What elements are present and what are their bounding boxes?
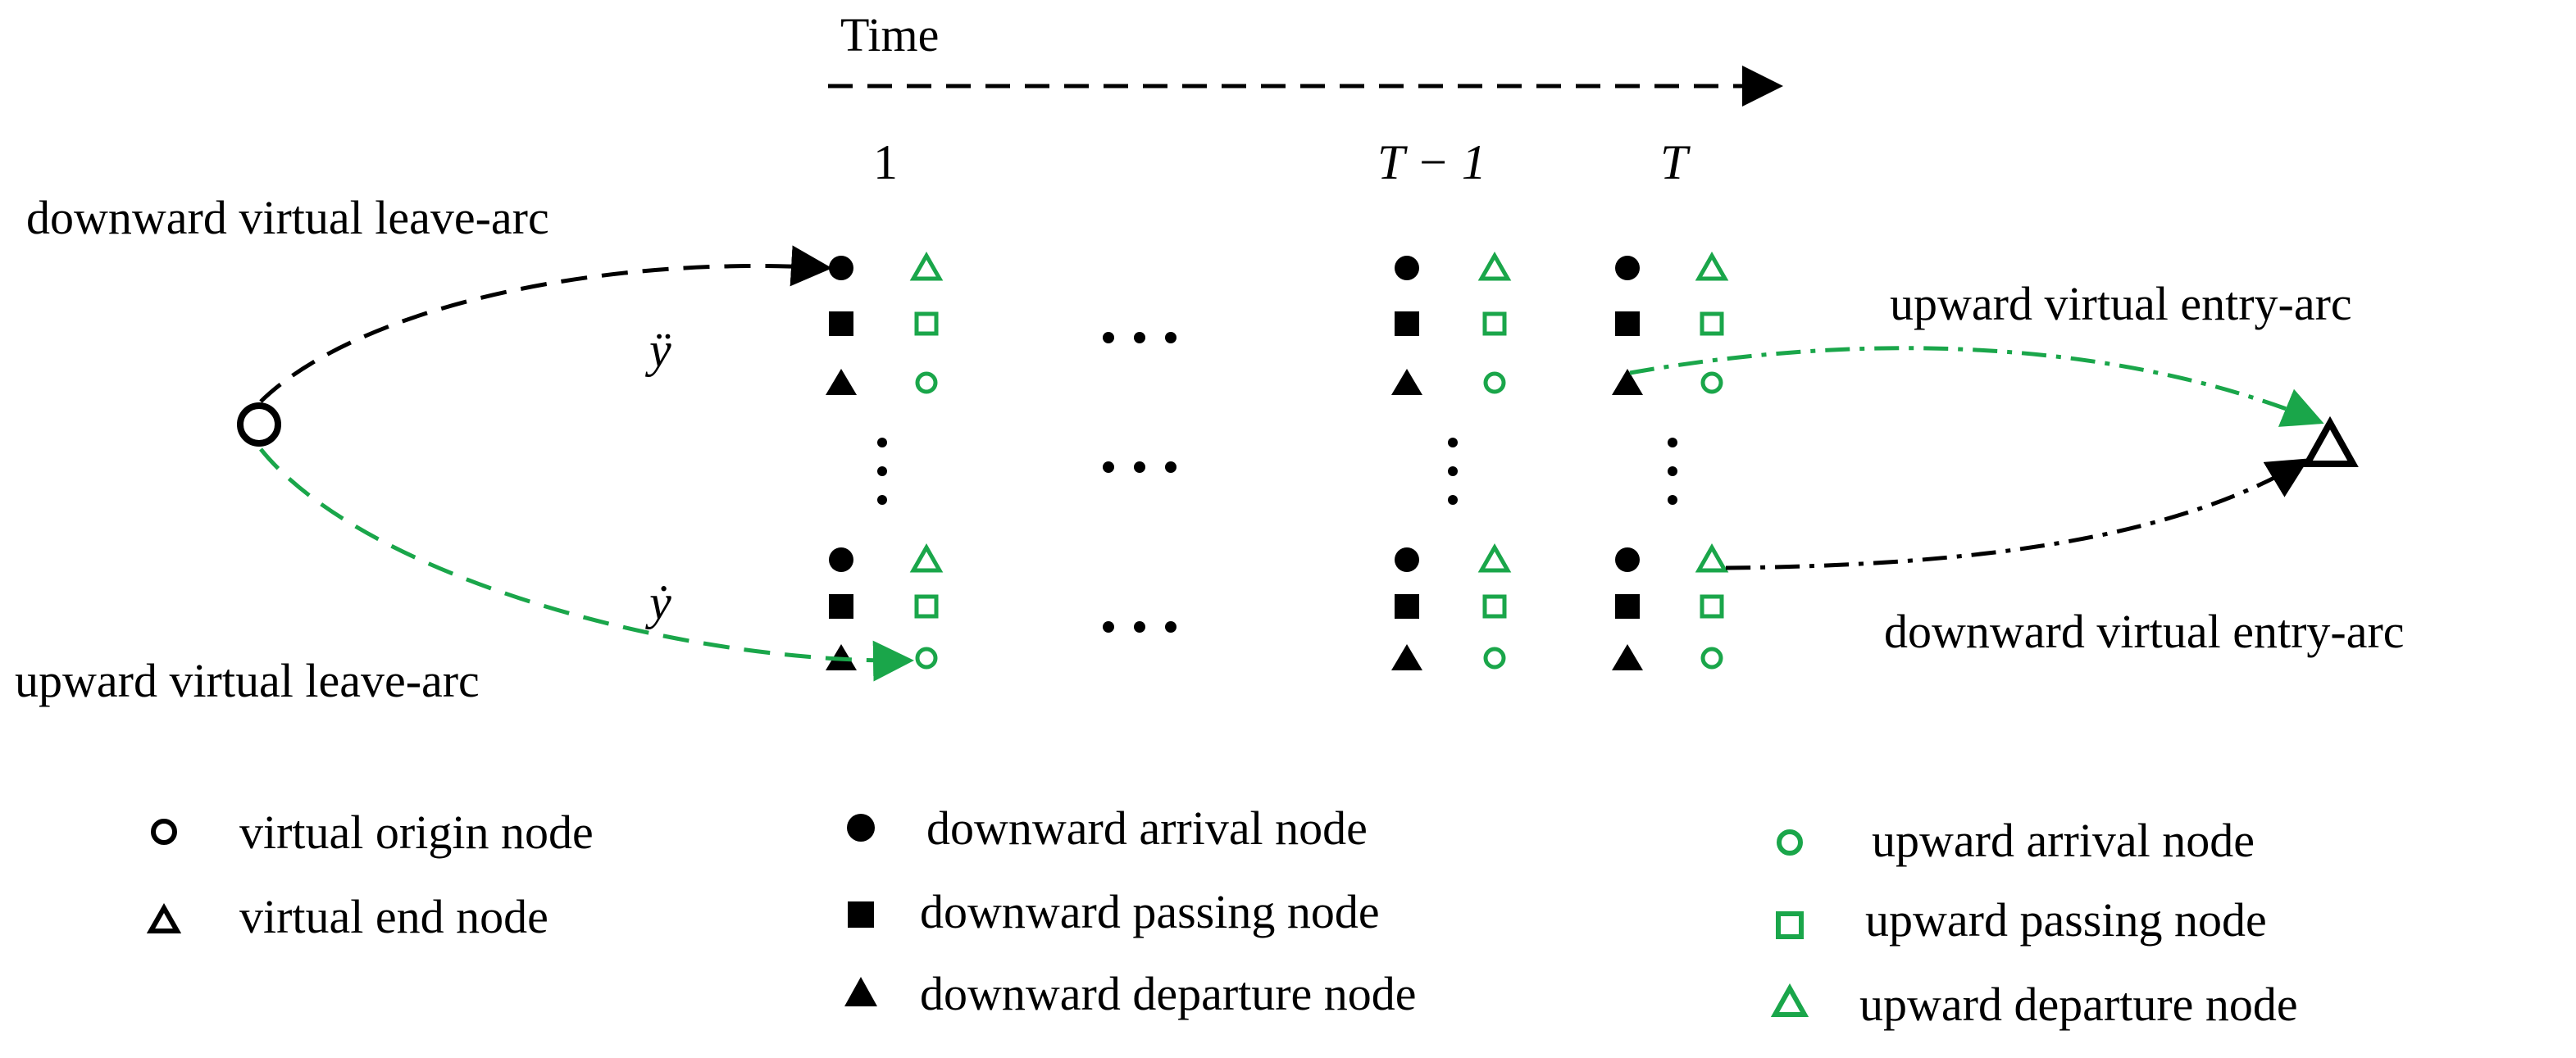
down-arrival-node-t-minus-1-top bbox=[1395, 256, 1419, 280]
label-upward-entry-arc: upward virtual entry-arc bbox=[1890, 277, 2352, 330]
up-arrival-node-t-minus-1-bottom bbox=[1483, 647, 1506, 670]
legend-down-passing-label: downward passing node bbox=[920, 885, 1380, 938]
up-passing-node-t-bottom bbox=[1700, 594, 1724, 619]
downward-leave-arc bbox=[259, 245, 832, 403]
time-tick-t-minus-1: T − 1 bbox=[1377, 135, 1486, 189]
vertical-ellipsis-col-1 bbox=[877, 438, 887, 505]
vertical-ellipsis-col-t bbox=[1668, 438, 1677, 505]
down-arrival-node-t-top bbox=[1615, 256, 1640, 280]
node-grid bbox=[826, 251, 1729, 670]
legend-up-arrival-label: upward arrival node bbox=[1872, 814, 2255, 867]
legend-down-departure-icon bbox=[844, 977, 877, 1006]
down-departure-node-t-minus-1-bottom bbox=[1391, 644, 1422, 670]
legend-down-arrival-label: downward arrival node bbox=[926, 801, 1368, 855]
legend: virtual origin node virtual end node dow… bbox=[146, 801, 2298, 1031]
label-upward-leave-arc: upward virtual leave-arc bbox=[15, 654, 480, 707]
up-arrival-node-t-minus-1-top bbox=[1483, 371, 1506, 394]
horizontal-ellipsis-middle bbox=[1103, 461, 1176, 473]
time-tick-t: T bbox=[1660, 135, 1691, 189]
virtual-origin-node bbox=[237, 402, 281, 447]
down-passing-node-t-bottom bbox=[1615, 594, 1640, 619]
downward-entry-arc bbox=[1725, 458, 2310, 570]
upward-leave-arc bbox=[259, 447, 914, 682]
down-arrival-node-t-bottom bbox=[1615, 547, 1640, 572]
up-arrival-node-t-bottom bbox=[1700, 647, 1723, 670]
down-arrival-node-1-top bbox=[829, 256, 853, 280]
down-passing-node-1-top bbox=[829, 311, 853, 336]
vertical-ellipsis-col-t-minus-1 bbox=[1448, 438, 1458, 505]
legend-virtual-end-label: virtual end node bbox=[239, 890, 548, 943]
up-departure-node-t-bottom bbox=[1695, 543, 1729, 573]
down-departure-node-t-bottom bbox=[1612, 644, 1643, 670]
down-departure-node-t-minus-1-top bbox=[1391, 369, 1422, 395]
up-arrival-node-1-top bbox=[915, 371, 938, 394]
down-arrival-node-1-bottom bbox=[829, 547, 853, 572]
legend-up-passing-icon bbox=[1776, 911, 1804, 939]
up-departure-node-t-minus-1-bottom bbox=[1477, 543, 1512, 573]
legend-virtual-origin-label: virtual origin node bbox=[239, 806, 594, 859]
up-passing-node-t-minus-1-bottom bbox=[1482, 594, 1507, 619]
legend-down-departure-label: downward departure node bbox=[920, 967, 1417, 1020]
row-label-y-dot: ẏ bbox=[645, 575, 671, 629]
up-arrival-node-t-top bbox=[1700, 371, 1723, 394]
legend-up-arrival-icon bbox=[1777, 829, 1803, 856]
down-arrival-node-t-minus-1-bottom bbox=[1395, 547, 1419, 572]
legend-up-passing-label: upward passing node bbox=[1865, 893, 2267, 947]
legend-down-arrival-icon bbox=[847, 814, 875, 842]
down-passing-node-t-minus-1-bottom bbox=[1395, 594, 1419, 619]
legend-down-passing-icon bbox=[848, 901, 874, 928]
down-passing-node-1-bottom bbox=[829, 594, 853, 619]
up-departure-node-1-top bbox=[909, 251, 944, 281]
upward-entry-arc bbox=[1629, 346, 2324, 427]
horizontal-ellipsis-bottom bbox=[1103, 621, 1176, 633]
up-departure-node-t-top bbox=[1695, 251, 1729, 281]
time-tick-1: 1 bbox=[873, 135, 898, 189]
up-passing-node-1-top bbox=[914, 311, 939, 336]
up-passing-node-t-minus-1-top bbox=[1482, 311, 1507, 336]
legend-up-departure-icon bbox=[1770, 983, 1809, 1017]
up-passing-node-1-bottom bbox=[914, 594, 939, 619]
down-departure-node-1-top bbox=[826, 369, 857, 395]
down-departure-node-t-top bbox=[1612, 369, 1643, 395]
down-passing-node-t-top bbox=[1615, 311, 1640, 336]
legend-virtual-origin-icon bbox=[151, 819, 177, 845]
row-label-y-double-dot: ÿ bbox=[644, 323, 671, 377]
up-departure-node-t-minus-1-top bbox=[1477, 251, 1512, 281]
virtual-end-node bbox=[2301, 415, 2359, 467]
down-passing-node-t-minus-1-top bbox=[1395, 311, 1419, 336]
label-downward-entry-arc: downward virtual entry-arc bbox=[1884, 605, 2405, 658]
up-passing-node-t-top bbox=[1700, 311, 1724, 336]
label-downward-leave-arc: downward virtual leave-arc bbox=[26, 191, 549, 244]
legend-up-departure-label: upward departure node bbox=[1859, 978, 2298, 1031]
up-arrival-node-1-bottom bbox=[915, 647, 938, 670]
time-label: Time bbox=[840, 8, 939, 61]
horizontal-ellipsis-top bbox=[1103, 332, 1176, 343]
up-departure-node-1-bottom bbox=[909, 543, 944, 573]
legend-virtual-end-icon bbox=[146, 902, 182, 933]
